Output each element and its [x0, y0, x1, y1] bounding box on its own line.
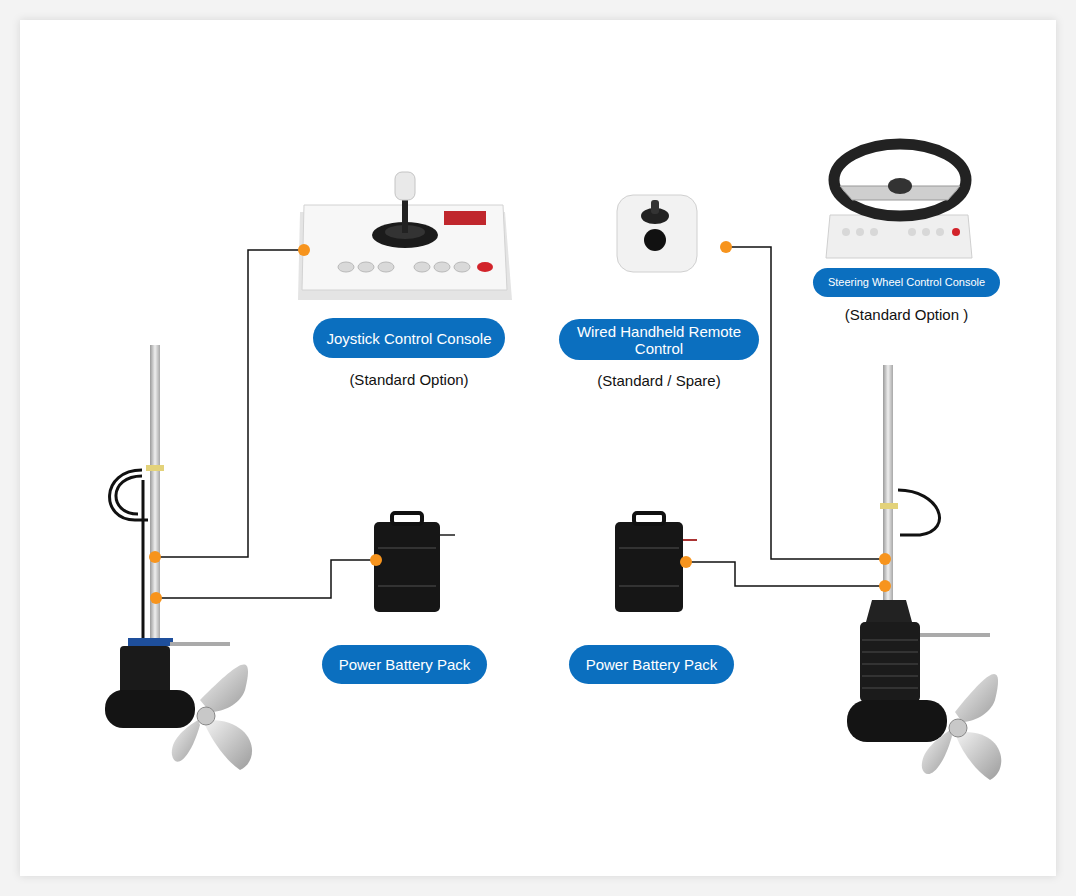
propeller-blade: [956, 732, 1001, 780]
outboard-motor: [847, 365, 1001, 780]
case-lead: [683, 539, 697, 541]
label-pill: Wired Handheld Remote Control: [559, 319, 759, 360]
propeller-hub: [949, 719, 967, 737]
fin: [862, 651, 918, 653]
propeller-blade: [205, 720, 252, 770]
motor-pod: [847, 700, 947, 742]
wheel-hub: [888, 178, 912, 194]
case-rib: [378, 585, 436, 587]
remote-stick: [651, 200, 659, 214]
handheld-remote: [617, 195, 697, 272]
device-label: Power Battery Pack: [569, 645, 734, 684]
cable-tie: [880, 503, 898, 509]
wire-group: [155, 247, 885, 598]
wire: [686, 562, 885, 586]
joystick-console: [298, 172, 512, 300]
motor-housing: [120, 646, 170, 696]
connection-dot: [879, 553, 891, 565]
cable-tie: [146, 465, 164, 471]
case-rib: [619, 547, 679, 549]
case-handle: [634, 513, 664, 524]
fin: [862, 687, 918, 689]
case-body: [374, 522, 440, 612]
connection-dot: [680, 556, 692, 568]
button: [908, 228, 916, 236]
button: [922, 228, 930, 236]
remote-button: [644, 229, 666, 251]
device-label: Wired Handheld Remote Control (Standard /…: [559, 319, 759, 390]
cable-coil: [898, 490, 940, 535]
case-lead: [440, 534, 455, 536]
propeller-blade: [172, 720, 200, 762]
button: [870, 228, 878, 236]
wire: [155, 250, 304, 557]
button: [842, 228, 850, 236]
connection-dot: [879, 580, 891, 592]
case-handle: [392, 513, 422, 524]
joystick-stick: [402, 195, 408, 233]
button: [856, 228, 864, 236]
steering-console: [826, 144, 972, 258]
case-rib: [619, 585, 679, 587]
label-pill: Power Battery Pack: [322, 645, 487, 684]
propeller-blade: [922, 730, 952, 774]
wire: [156, 560, 376, 598]
mount-plate: [170, 642, 230, 646]
joystick-knob: [395, 172, 415, 200]
display: [444, 211, 486, 225]
button: [434, 262, 450, 272]
remote-body: [617, 195, 697, 272]
connection-dot: [298, 244, 310, 256]
stop-button: [477, 262, 493, 272]
panel: [20, 20, 1056, 876]
connection-dots: [149, 241, 891, 604]
propeller-blade: [200, 665, 248, 712]
button: [454, 262, 470, 272]
label-pill: Joystick Control Console: [313, 318, 505, 358]
clamp: [866, 600, 912, 622]
button-row: [338, 262, 470, 272]
battery-case: [374, 513, 455, 612]
button: [378, 262, 394, 272]
cable-coil: [116, 476, 142, 514]
connection-dot: [150, 592, 162, 604]
device-label: Steering Wheel Control Console (Standard …: [813, 268, 1000, 324]
option-note: (Standard Option): [349, 371, 468, 389]
clamp: [128, 638, 173, 646]
button: [414, 262, 430, 272]
button-row: [842, 228, 944, 236]
device-label: Joystick Control Console (Standard Option…: [313, 318, 505, 389]
case-body: [615, 522, 683, 612]
connection-dot: [720, 241, 732, 253]
battery-case: [615, 513, 697, 612]
propeller-hub: [197, 707, 215, 725]
fin: [862, 663, 918, 665]
motor-housing: [860, 622, 920, 702]
device-label: Power Battery Pack: [322, 645, 487, 684]
propeller-blade: [955, 674, 998, 722]
option-note: (Standard Option ): [845, 306, 968, 324]
stop-button: [952, 228, 960, 236]
label-pill: Power Battery Pack: [569, 645, 734, 684]
button: [936, 228, 944, 236]
connection-dot: [370, 554, 382, 566]
wheel-rim: [834, 144, 966, 216]
connection-dot: [149, 551, 161, 563]
option-note: (Standard / Spare): [597, 372, 720, 390]
cable: [142, 480, 145, 640]
button: [338, 262, 354, 272]
motor-pod: [105, 690, 195, 728]
fin: [862, 675, 918, 677]
cooling-fins: [862, 640, 918, 688]
case-rib: [378, 547, 436, 549]
label-pill: Steering Wheel Control Console: [813, 268, 1000, 297]
fin: [862, 639, 918, 641]
button: [358, 262, 374, 272]
